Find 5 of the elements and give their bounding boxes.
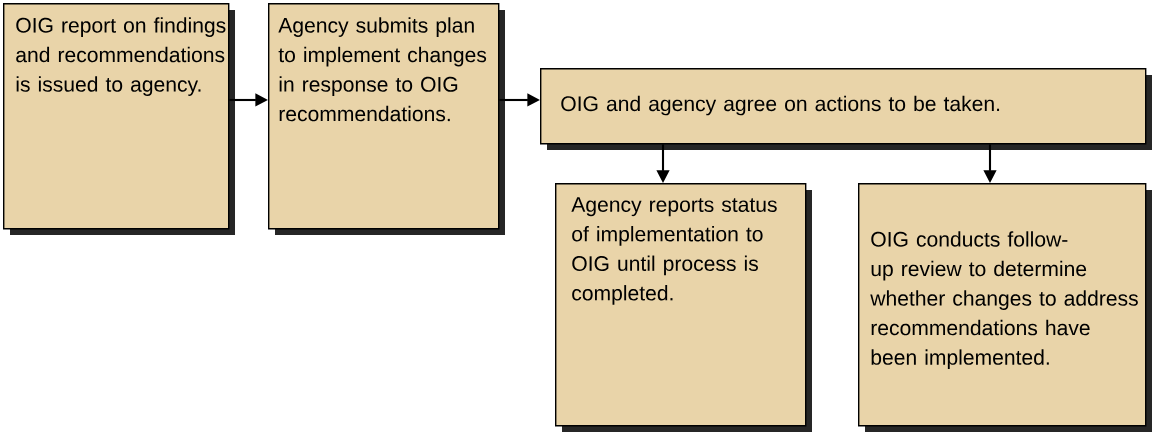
process-box: OIG and agency agree on actions to be taken. [540, 68, 1152, 150]
process-box: Agency submits plan to implement changes in response to OIG recommendations. [268, 3, 505, 235]
process-box: OIG report on findings and recommendations is issued to agency. [3, 3, 235, 235]
process-box: Agency reports status of implementation to OIG until process is completed. [555, 183, 812, 432]
process-box: OIG conducts follow-up review to determine whether changes to address recommendations have been implemented. [858, 183, 1152, 432]
